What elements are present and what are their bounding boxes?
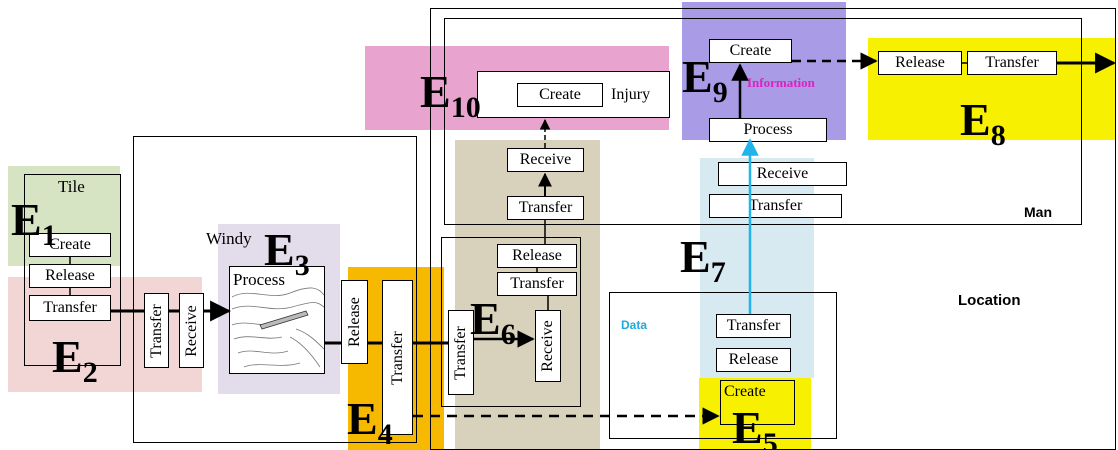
e6-frame	[441, 237, 581, 407]
e6-transfer-up-box: Transfer	[507, 196, 584, 220]
data-transfer-box: Transfer	[716, 314, 791, 338]
tile-release-box: Release	[29, 264, 111, 288]
windy-transfer-out-box: Transfer	[382, 280, 413, 435]
e8-release-box: Release	[878, 51, 962, 75]
e6-receive-up-box: Receive	[507, 148, 584, 172]
man-frame	[444, 18, 1082, 225]
windy-label: Windy	[206, 229, 252, 248]
injury-label: Injury	[611, 86, 651, 103]
e7-receive-box: Receive	[718, 162, 847, 186]
data-release-box: Release	[716, 348, 791, 372]
data-frame	[609, 292, 837, 439]
e6-transfer-in-box: Transfer	[448, 310, 474, 395]
e4-label: E4	[347, 393, 393, 450]
e9-label: E9	[682, 51, 728, 110]
e10-create-box: Create	[517, 83, 603, 107]
e6-transfer-box: Transfer	[497, 272, 577, 296]
man-label: Man	[1024, 204, 1052, 220]
e8-label: E8	[960, 94, 1006, 153]
e6-receive-box: Receive	[535, 310, 561, 382]
data-label: Data	[621, 318, 648, 332]
windy-process-image	[229, 266, 325, 374]
windy-release-box: Release	[341, 280, 368, 364]
windy-transfer-box: Transfer	[144, 293, 169, 368]
information-label: Information	[747, 75, 815, 90]
tile-create-box: Create	[29, 233, 111, 257]
e5-label: E5	[732, 402, 778, 450]
e1-label: E1	[11, 194, 57, 253]
e9-create-box: Create	[709, 39, 792, 63]
e2-label: E2	[52, 331, 98, 390]
wind-sketch-icon	[231, 287, 325, 368]
e6-label: E6	[470, 293, 516, 352]
e10-label: E10	[420, 66, 481, 125]
e9-process-box: Process	[709, 118, 827, 142]
tile-label: Tile	[58, 177, 85, 196]
windy-frame	[133, 136, 417, 443]
data-create-box: Create	[720, 380, 795, 425]
e3-label: E3	[264, 224, 310, 283]
e6-release-box: Release	[497, 244, 577, 268]
tile-transfer-box: Transfer	[29, 295, 111, 321]
windy-receive-box: Receive	[179, 293, 204, 368]
location-label: Location	[958, 292, 1021, 309]
e9-zone	[682, 2, 846, 140]
process-label: Process	[233, 270, 285, 289]
e8-transfer-box: Transfer	[967, 51, 1057, 75]
e7-label: E7	[680, 231, 726, 290]
e7-transfer-box: Transfer	[709, 194, 842, 218]
tile-frame	[24, 174, 121, 366]
